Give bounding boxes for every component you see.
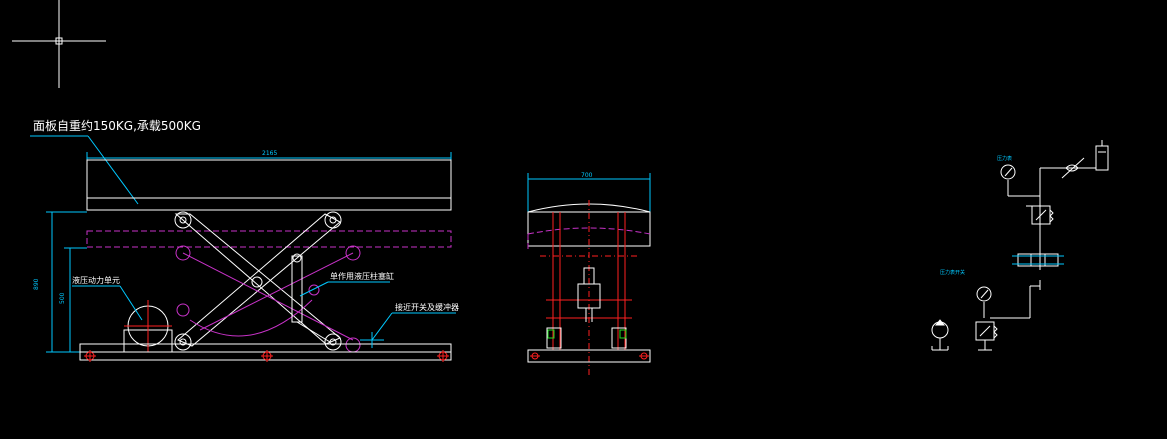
dim-height-inner: 500 — [59, 292, 66, 304]
scissor-arms — [174, 211, 342, 351]
end-platform — [527, 211, 651, 247]
label-cylinder: 单作用液压柱塞缸 — [330, 271, 394, 281]
crosshair-cursor-icon — [12, 0, 106, 88]
side-view: 面板自重约150KG,承载500KG 2165 890 500 — [30, 118, 459, 362]
dim-length-label: 2165 — [262, 150, 277, 157]
dim-width-label: 700 — [581, 172, 593, 179]
pressure-gauge-top-icon — [1000, 164, 1016, 180]
relief-valve-icon — [1026, 205, 1054, 225]
label-gauge-mid: 压力表开关 — [940, 269, 965, 276]
label-switch: 接近开关及缓冲器 — [395, 302, 459, 312]
pressure-gauge-mid-icon — [976, 286, 992, 302]
platform-top — [86, 159, 452, 199]
scissor-arms-lowered — [175, 245, 361, 353]
throttle-valve-icon — [1061, 157, 1085, 179]
single-acting-cylinder-icon — [1095, 140, 1109, 171]
label-gauge-top: 压力表 — [997, 155, 1012, 162]
base-frame — [79, 343, 452, 353]
side-view-title: 面板自重约150KG,承载500KG — [33, 118, 201, 133]
hydraulic-cylinder — [291, 253, 331, 343]
hydraulic-schematic: 压力表 压力表开关 — [931, 140, 1109, 351]
power-unit — [123, 300, 173, 353]
directional-valve-icon — [1012, 253, 1064, 267]
label-power-unit: 液压动力单元 — [72, 275, 120, 285]
pump-icon — [931, 319, 949, 351]
dim-height-total: 890 — [33, 278, 40, 290]
relief-valve-lower-icon — [975, 321, 998, 351]
end-view: 700 — [527, 172, 651, 376]
